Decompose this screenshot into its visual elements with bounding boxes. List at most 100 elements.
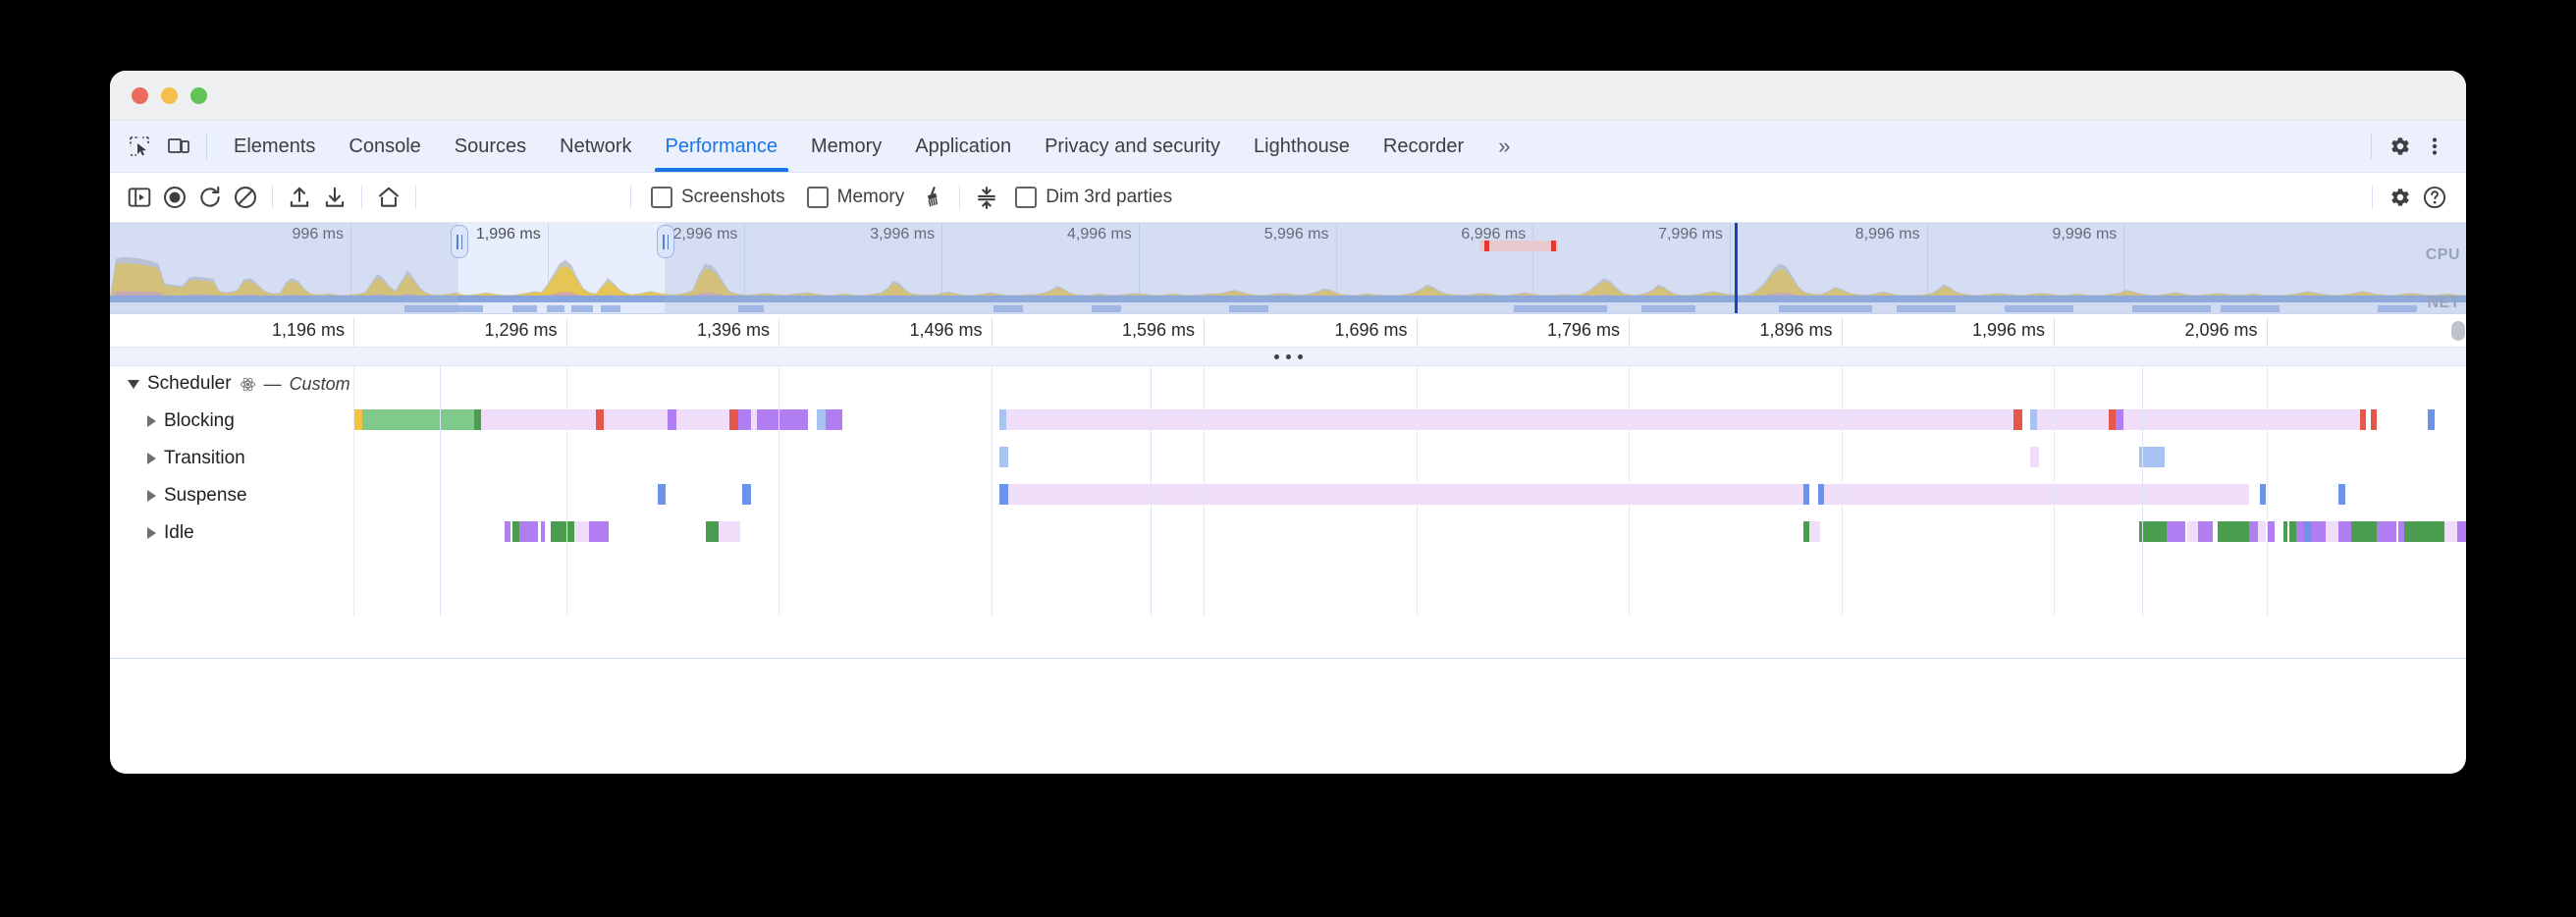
flame-event-bar[interactable] — [595, 409, 605, 430]
dim-3rd-parties-checkbox-box[interactable] — [1015, 187, 1038, 208]
flame-event-bar[interactable] — [2138, 521, 2167, 542]
tab-sources[interactable]: Sources — [454, 135, 527, 157]
flame-event-bar[interactable] — [2115, 409, 2124, 430]
flame-event-bar[interactable] — [2282, 521, 2288, 542]
flame-event-bar[interactable] — [589, 521, 609, 542]
flame-event-bar[interactable] — [2326, 521, 2339, 542]
flame-event-bar[interactable] — [999, 409, 1006, 430]
flame-event-bar[interactable] — [816, 409, 826, 430]
flame-event-bar[interactable] — [999, 447, 1008, 467]
flame-event-bar[interactable] — [2428, 409, 2435, 430]
flame-event-bar[interactable] — [825, 409, 842, 430]
flame-event-bar[interactable] — [2289, 521, 2296, 542]
flame-event-bar[interactable] — [657, 484, 667, 505]
chevron-down-icon[interactable] — [128, 379, 139, 389]
flame-event-bar[interactable] — [2030, 409, 2037, 430]
settings-gear-icon[interactable] — [2382, 129, 2417, 164]
tab-lighthouse[interactable]: Lighthouse — [1254, 135, 1350, 157]
more-options-kebab-icon[interactable] — [2417, 129, 2452, 164]
flame-event-bar[interactable] — [999, 484, 1008, 505]
flame-event-bar[interactable] — [574, 521, 590, 542]
flame-event-bar[interactable] — [361, 409, 475, 430]
flame-event-bar[interactable] — [2377, 521, 2396, 542]
chevron-right-icon[interactable] — [147, 453, 156, 464]
tab-privacy-and-security[interactable]: Privacy and security — [1045, 135, 1221, 157]
tab-network[interactable]: Network — [560, 135, 632, 157]
flame-event-bar[interactable] — [2109, 409, 2116, 430]
flame-event-bar[interactable] — [2359, 409, 2367, 430]
track-label-idle[interactable]: Idle — [147, 521, 194, 545]
chevron-right-icon[interactable] — [147, 527, 156, 539]
memory-checkbox-box[interactable] — [806, 187, 829, 208]
chevron-right-icon[interactable] — [147, 490, 156, 502]
flame-event-bar[interactable] — [474, 409, 481, 430]
track-group-scheduler[interactable]: Scheduler — Custom — [110, 372, 2466, 396]
reload-and-record-icon[interactable] — [192, 180, 228, 215]
flame-event-bar[interactable] — [480, 409, 596, 430]
flame-event-bar[interactable] — [2036, 409, 2110, 430]
maximize-window-button[interactable] — [190, 87, 207, 104]
flame-event-bar[interactable] — [742, 484, 751, 505]
tab-performance[interactable]: Performance — [649, 121, 795, 172]
flame-event-bar[interactable] — [2260, 484, 2267, 505]
flame-event-bar[interactable] — [512, 521, 519, 542]
dim-3rd-parties-checkbox[interactable]: Dim 3rd parties — [1004, 187, 1183, 208]
record-icon[interactable] — [157, 180, 192, 215]
flame-event-bar[interactable] — [1007, 484, 1803, 505]
flame-event-bar[interactable] — [2338, 521, 2352, 542]
flame-event-bar[interactable] — [2187, 521, 2199, 542]
tab-elements[interactable]: Elements — [234, 135, 316, 157]
memory-checkbox[interactable]: Memory — [796, 187, 916, 208]
tab-memory[interactable]: Memory — [811, 135, 883, 157]
flame-event-bar[interactable] — [2404, 521, 2445, 542]
flame-event-bar[interactable] — [1802, 521, 1809, 542]
flame-event-bar[interactable] — [2304, 521, 2311, 542]
flame-event-bar[interactable] — [604, 409, 669, 430]
minimize-window-button[interactable] — [161, 87, 178, 104]
flame-event-bar[interactable] — [757, 409, 809, 430]
close-window-button[interactable] — [132, 87, 148, 104]
flame-event-bar[interactable] — [2030, 447, 2039, 467]
tab-application[interactable]: Application — [915, 135, 1012, 157]
screenshots-checkbox[interactable]: Screenshots — [640, 187, 796, 208]
flame-event-bar[interactable] — [2351, 521, 2378, 542]
track-label-suspense[interactable]: Suspense — [147, 484, 247, 508]
flame-event-bar[interactable] — [518, 521, 539, 542]
track-row-blocking[interactable]: Blocking — [110, 409, 2466, 433]
flame-event-bar[interactable] — [2397, 521, 2405, 542]
collapse-expand-icon[interactable] — [969, 180, 1004, 215]
flame-event-bar[interactable] — [2338, 484, 2345, 505]
flame-event-bar[interactable] — [668, 409, 677, 430]
flame-event-bar[interactable] — [750, 409, 758, 430]
horizontal-scrollbar-thumb[interactable] — [2451, 321, 2465, 341]
flame-event-bar[interactable] — [551, 521, 575, 542]
track-row-idle[interactable]: Idle — [110, 521, 2466, 545]
track-label-blocking[interactable]: Blocking — [147, 409, 235, 433]
device-toolbar-icon[interactable] — [161, 129, 196, 164]
flame-event-bar[interactable] — [2123, 409, 2360, 430]
inspect-element-icon[interactable] — [122, 129, 157, 164]
garbage-collect-broom-icon[interactable] — [915, 180, 950, 215]
flame-event-bar[interactable] — [2217, 521, 2250, 542]
flame-event-bar[interactable] — [1809, 521, 1820, 542]
flame-event-bar[interactable] — [737, 409, 751, 430]
flame-event-bar[interactable] — [1817, 484, 1825, 505]
flame-chart[interactable]: Scheduler — Custom — [110, 366, 2466, 702]
flame-event-bar[interactable] — [2012, 409, 2022, 430]
track-row-transition[interactable]: Transition — [110, 447, 2466, 470]
flame-event-bar[interactable] — [1802, 484, 1809, 505]
flame-event-bar[interactable] — [729, 409, 738, 430]
flame-event-bar[interactable] — [676, 409, 730, 430]
flame-event-bar[interactable] — [2370, 409, 2378, 430]
flame-event-bar[interactable] — [2266, 521, 2276, 542]
flame-event-bar[interactable] — [540, 521, 545, 542]
toggle-sidebar-icon[interactable] — [122, 180, 157, 215]
capture-settings-gear-icon[interactable] — [2382, 180, 2417, 215]
flame-event-bar[interactable] — [2457, 521, 2466, 542]
help-icon[interactable] — [2417, 180, 2452, 215]
chevron-right-icon[interactable] — [147, 415, 156, 427]
home-icon[interactable] — [371, 180, 406, 215]
flame-event-bar[interactable] — [2295, 521, 2305, 542]
flame-event-bar[interactable] — [504, 521, 511, 542]
flame-event-bar[interactable] — [2198, 521, 2214, 542]
